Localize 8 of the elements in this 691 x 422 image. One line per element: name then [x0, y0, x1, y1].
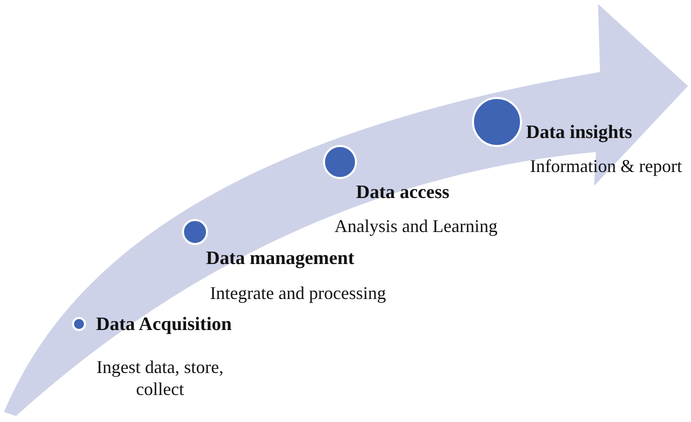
- stage-title: Data management: [206, 248, 354, 270]
- stage-description: Integrate and processing: [209, 282, 387, 304]
- stage-description: Information & report: [529, 155, 683, 177]
- stage-description: Ingest data, store, collect: [96, 356, 224, 400]
- stage-description: Analysis and Learning: [334, 215, 498, 237]
- stage-title: Data Acquisition: [96, 314, 232, 336]
- stage-title: Data access: [356, 182, 450, 204]
- stage-title: Data insights: [526, 122, 632, 144]
